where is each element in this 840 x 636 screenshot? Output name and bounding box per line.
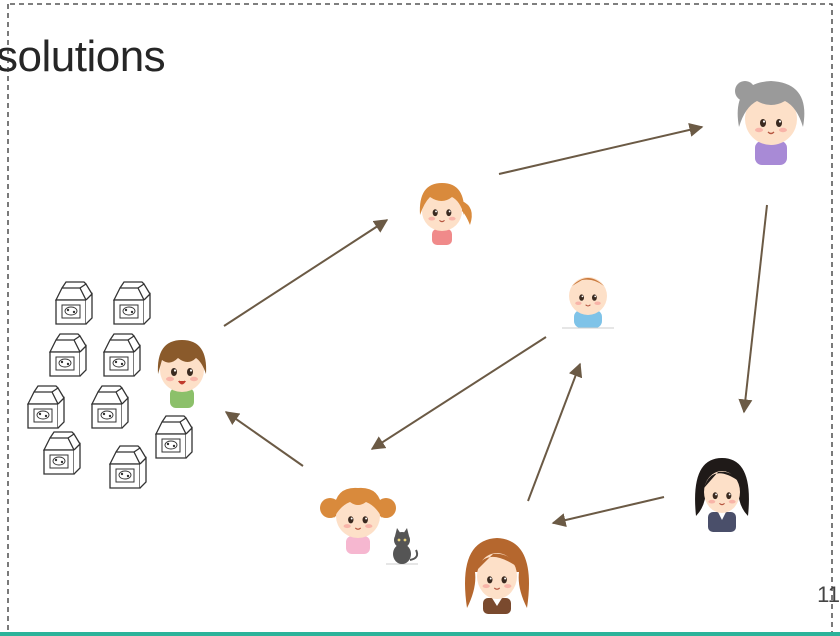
girl-icon [419, 183, 472, 245]
arrow-baby-to-little-girl [370, 336, 547, 450]
milk-carton-icon [43, 431, 81, 475]
woman-icon [695, 458, 749, 532]
milk-carton-icon [113, 281, 151, 325]
arrow-woman-to-schoolgirl [551, 496, 665, 527]
schoolgirl-icon [465, 538, 529, 614]
milk-carton-icon [155, 415, 193, 459]
slide-title: solutions [0, 32, 166, 81]
arrow-schoolgirl-to-baby [527, 362, 583, 502]
baby-icon [562, 277, 614, 329]
arrow-boy-to-girl [223, 219, 389, 327]
grandmother-icon [735, 81, 805, 165]
bottom-accent-bar [0, 632, 840, 636]
cat-icon [386, 528, 419, 565]
milk-carton-icon [109, 445, 147, 489]
little-girl-icon [320, 487, 396, 554]
boy-icon [157, 340, 207, 408]
milk-carton-icon [27, 385, 65, 429]
milk-carton-icon [55, 281, 93, 325]
arrows [223, 123, 768, 527]
arrow-girl-to-grandmother [498, 123, 704, 175]
arrow-little-girl-to-boy [224, 411, 304, 467]
milk-carton-icon [103, 333, 141, 377]
page-number: 11 [817, 582, 840, 607]
arrow-grandmother-to-woman [738, 204, 768, 414]
milk-carton-icon [91, 385, 129, 429]
milk-carton-icon [49, 333, 87, 377]
frame-dashed-top-right [10, 3, 833, 632]
